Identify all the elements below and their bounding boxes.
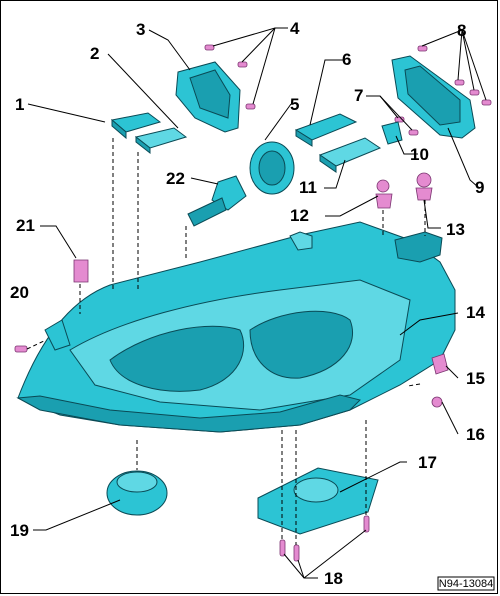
assembly-lines xyxy=(26,138,426,545)
part-16-screw xyxy=(431,396,443,408)
callout-14: 14 xyxy=(466,303,485,322)
part-17-control-module xyxy=(257,467,379,535)
callout-labels: 1 2 3 4 5 6 7 8 9 10 11 12 13 14 15 16 1… xyxy=(10,19,485,588)
callout-2: 2 xyxy=(90,44,99,63)
part-2-control-unit xyxy=(134,127,188,155)
part-12-bulb-holder xyxy=(375,179,393,209)
callout-5: 5 xyxy=(290,95,299,114)
callout-8: 8 xyxy=(457,21,466,40)
leader-lines xyxy=(27,27,487,579)
drawing-code: N94-13084 xyxy=(439,578,493,590)
part-21-adjuster xyxy=(73,259,89,283)
part-18-screws xyxy=(279,515,370,562)
part-19-cover-cap xyxy=(106,470,168,516)
part-15-clip xyxy=(431,353,449,375)
callout-12: 12 xyxy=(290,206,309,225)
callout-21: 21 xyxy=(16,216,35,235)
callout-4: 4 xyxy=(290,19,300,38)
callout-18: 18 xyxy=(324,569,343,588)
part-3-mounting-bracket xyxy=(175,61,241,133)
callout-17: 17 xyxy=(418,453,437,472)
callout-7: 7 xyxy=(354,86,363,105)
part-22-actuator xyxy=(187,175,247,227)
part-10-connector xyxy=(381,121,403,145)
callout-3: 3 xyxy=(136,20,145,39)
part-11-module xyxy=(318,137,382,173)
headlight-housing xyxy=(16,221,456,433)
callout-6: 6 xyxy=(342,50,351,69)
part-20-screw xyxy=(14,345,28,353)
callout-11: 11 xyxy=(299,178,317,197)
callout-16: 16 xyxy=(466,425,485,444)
callout-20: 20 xyxy=(10,283,29,302)
callout-22: 22 xyxy=(166,169,185,188)
part-9-cover-plate xyxy=(391,55,476,139)
part-1-control-unit xyxy=(110,112,162,140)
callout-10: 10 xyxy=(410,145,429,164)
callout-15: 15 xyxy=(466,369,485,388)
callout-19: 19 xyxy=(10,521,29,540)
part-6-module xyxy=(294,113,358,147)
callout-1: 1 xyxy=(15,95,24,114)
part-5-sealing-ring xyxy=(249,141,295,195)
callout-9: 9 xyxy=(475,178,484,197)
callout-13: 13 xyxy=(446,220,465,239)
drawing-code-box: N94-13084 xyxy=(437,576,495,591)
part-13-bulb-holder xyxy=(415,172,433,201)
